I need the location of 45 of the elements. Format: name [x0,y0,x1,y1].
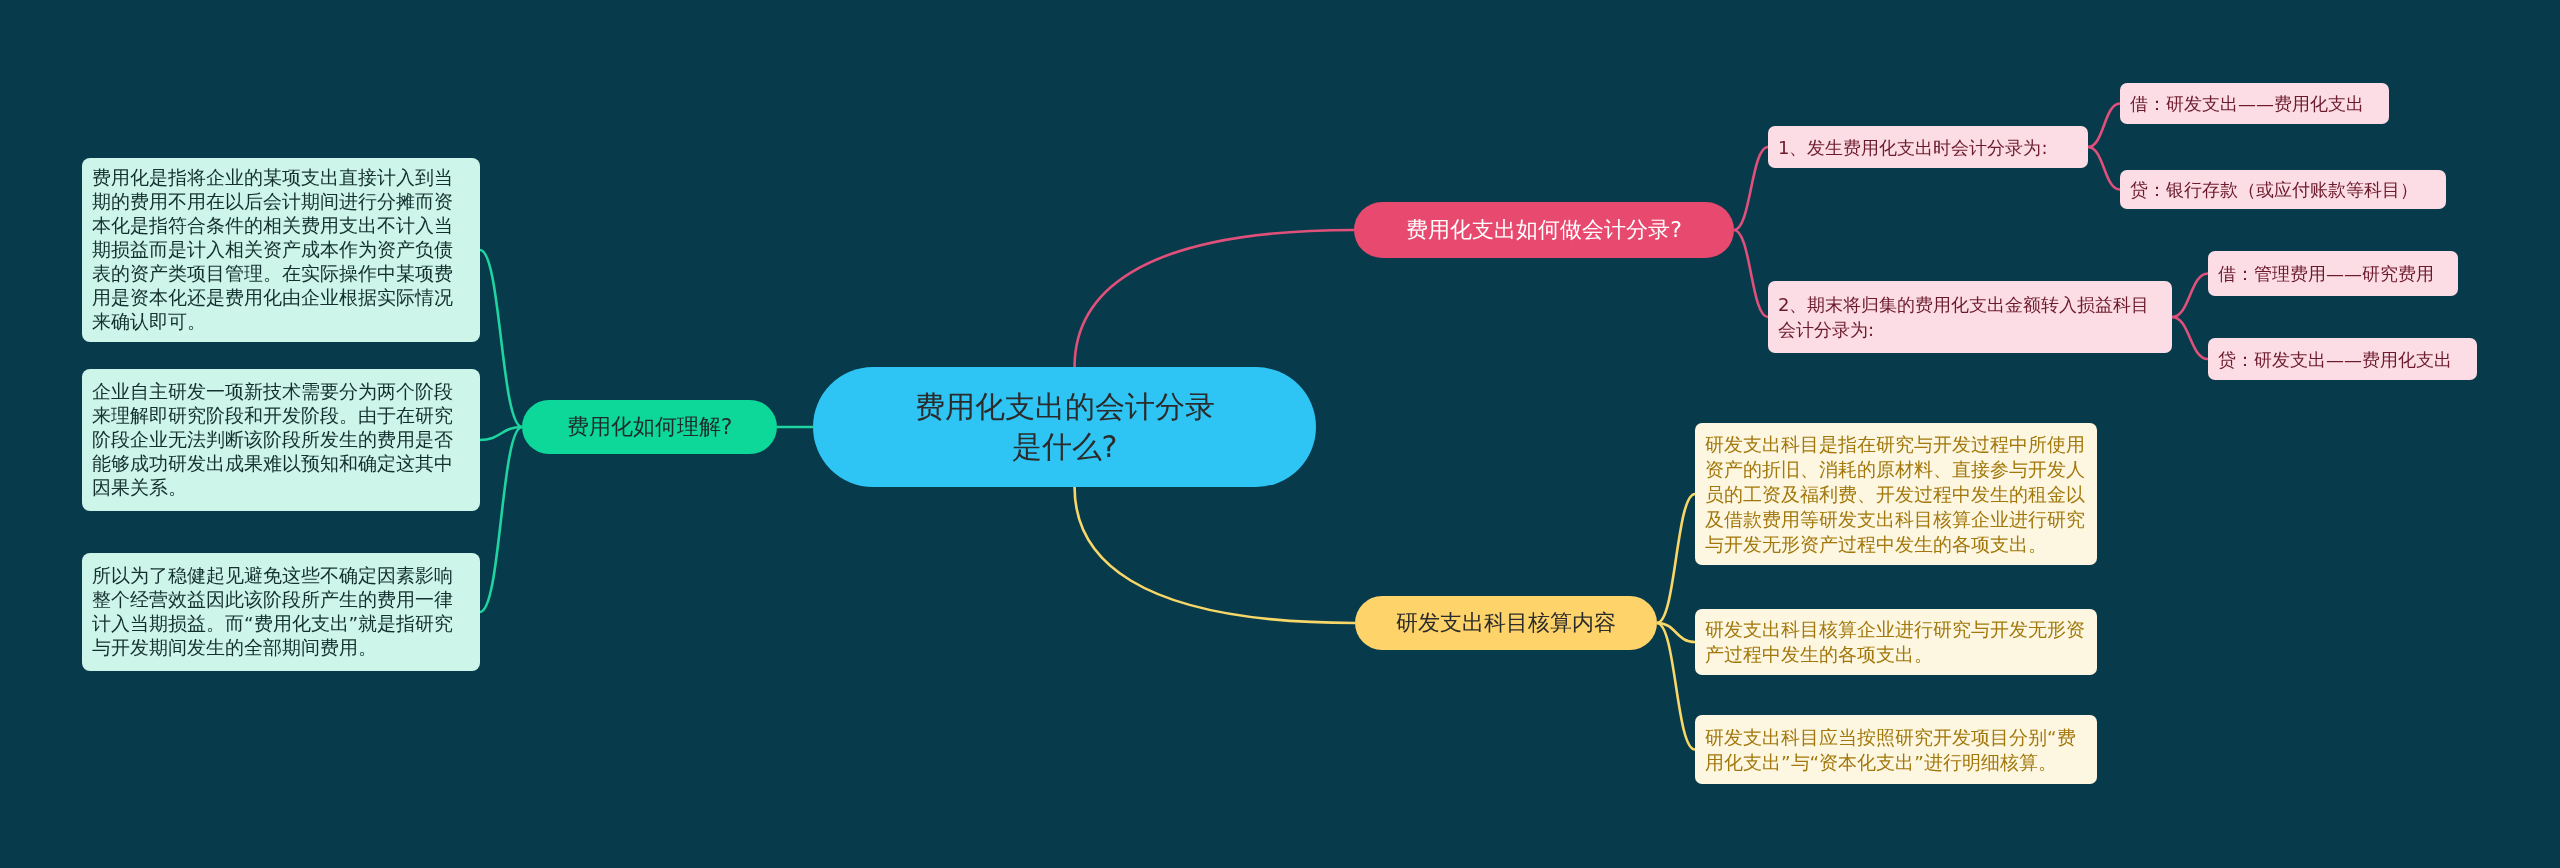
note-card [82,369,480,511]
connector-line [1733,145,1769,232]
node-text: 1、发生费用化支出时会计分录为: [1778,135,2048,160]
node-text: 借：研发支出——费用化支出 [2130,92,2364,116]
connector-line [2171,272,2209,319]
note-card [1768,281,2172,353]
note-card [82,553,480,671]
node-text: 2、期末将归集的费用化支出金额转入损益科目会计分录为: [1778,293,2151,342]
node-text: 贷：研发支出——费用化支出 [2218,347,2452,372]
connector-line [479,248,523,429]
connector-line [1656,492,1696,625]
topic-pill [1354,202,1734,258]
node-text: 所以为了稳健起见避免这些不确定因素影响整个经营效益因此该阶段所产生的费用一律计入当期损益。而“费用化支出”就是指研究与开发期间发生的全部期间费用。 [92,564,455,660]
node-text: 费用化支出如何做会计分录? [1406,216,1682,244]
note-card [82,158,480,342]
connector-line [1733,228,1769,319]
node-text: 企业自主研发一项新技术需要分为两个阶段来理解即研究阶段和开发阶段。由于在研究阶段企业无法判断该阶段所发生的费用是否能够成功研发出成果难以预知和确定这其中因果关系。 [92,380,454,500]
note-card [2208,338,2477,380]
note-card [1695,423,2097,565]
connector-line [1073,486,1356,625]
note-card [2120,83,2389,124]
node-text: 贷：银行存款（或应付账款等科目） [2130,178,2418,202]
connector-line [479,425,523,442]
node-text: 费用化支出的会计分录是什么? [913,388,1216,466]
note-card [1768,126,2088,168]
node-text: 借：管理费用——研究费用 [2218,262,2434,286]
note-card [2208,251,2458,296]
topic-pill [522,400,777,454]
connector-line [2087,145,2121,191]
node-text: 研发支出科目核算企业进行研究与开发无形资产过程中发生的各项支出。 [1705,618,2086,667]
connector-line [777,425,813,429]
note-card [1695,715,2097,784]
node-text: 费用化如何理解? [566,413,733,441]
node-text: 研发支出科目是指在研究与开发过程中所使用资产的折旧、消耗的原材料、直接参与开发人员的工资及福利费、开发过程中发生的租金以及借款费用等研发支出科目核算企业进行研究与开发无形资产过程中发生的各项支出。 [1705,432,2086,557]
connector-line [2087,102,2121,149]
note-card [1695,609,2097,675]
node-text: 研发支出科目应当按照研究开发项目分别“费用化支出”与“资本化支出”进行明细核算。 [1705,725,2077,775]
note-card [2120,170,2446,209]
connector-line [1073,228,1355,368]
node-text: 研发支出科目核算内容 [1396,609,1616,637]
connector-line [479,425,523,614]
node-text: 费用化是指将企业的某项支出直接计入到当期的费用不用在以后会计期间进行分摊而资本化是指符合条件的相关费用支出不计入当期损益而是计入相关资产成本作为资产负债表的资产类项目管理。在实际操作中某项费用是资本化还是费用化由企业根据实际情况来确认即可。 [92,166,454,334]
connector-line [2171,315,2209,361]
topic-pill [1355,596,1657,650]
connector-line [1656,621,1696,751]
